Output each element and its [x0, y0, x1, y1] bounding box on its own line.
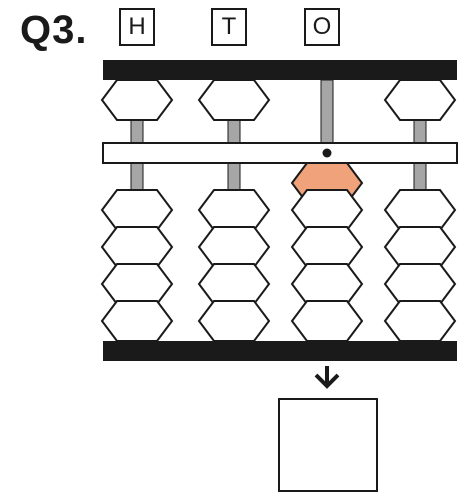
column-label-hundreds: H: [119, 8, 155, 46]
heaven-bead: [197, 79, 271, 121]
earth-bead: [383, 226, 457, 268]
question-label: Q3.: [20, 8, 88, 52]
earth-bead: [290, 226, 364, 268]
earth-bead: [100, 226, 174, 268]
earth-bead: [290, 189, 364, 231]
abacus-beam: [102, 142, 458, 164]
abacus-beads: [100, 79, 457, 342]
abacus-top-bar: [103, 60, 457, 80]
beam-unit-dot: [322, 148, 332, 158]
earth-bead: [197, 226, 271, 268]
answer-box[interactable]: [278, 398, 378, 492]
earth-bead: [100, 263, 174, 305]
column-label-tens: T: [211, 8, 247, 46]
earth-bead: [383, 300, 457, 342]
abacus-rods: [130, 79, 427, 342]
earth-bead: [197, 300, 271, 342]
earth-bead: [100, 189, 174, 231]
earth-bead: [100, 300, 174, 342]
column-label-ones: O: [304, 8, 340, 46]
abacus-bottom-bar: [103, 341, 457, 361]
heaven-bead: [100, 79, 174, 121]
earth-bead: [290, 300, 364, 342]
earth-bead: [197, 263, 271, 305]
earth-bead: [383, 189, 457, 231]
down-arrow-icon: [314, 366, 340, 389]
earth-bead: [290, 263, 364, 305]
heaven-bead: [383, 79, 457, 121]
earth-bead: [197, 189, 271, 231]
earth-bead: [383, 263, 457, 305]
